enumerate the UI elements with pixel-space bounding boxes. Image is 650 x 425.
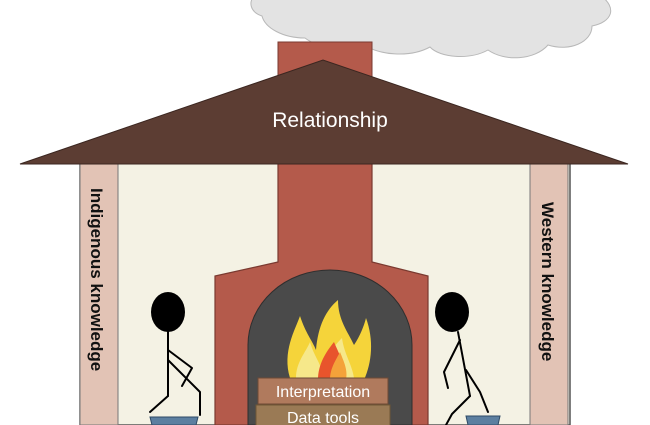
right-pillar-label: Western knowledge	[538, 202, 557, 361]
left-pillar	[79, 162, 119, 425]
log-label-data-tools: Data tools	[287, 410, 359, 425]
log-data-tools: Data tools	[255, 404, 391, 425]
right-figure	[435, 292, 489, 425]
right-pillar	[529, 162, 569, 425]
log-interpretation: Interpretation	[257, 377, 389, 405]
left-figure	[149, 292, 201, 416]
roof-label: Relationship	[272, 109, 388, 132]
left-stool	[149, 416, 199, 425]
fire-icon	[287, 300, 372, 380]
log-label-interpretation: Interpretation	[276, 384, 370, 401]
left-pillar-label: Indigenous knowledge	[87, 188, 106, 371]
right-stool	[465, 415, 501, 425]
roof	[19, 59, 629, 165]
